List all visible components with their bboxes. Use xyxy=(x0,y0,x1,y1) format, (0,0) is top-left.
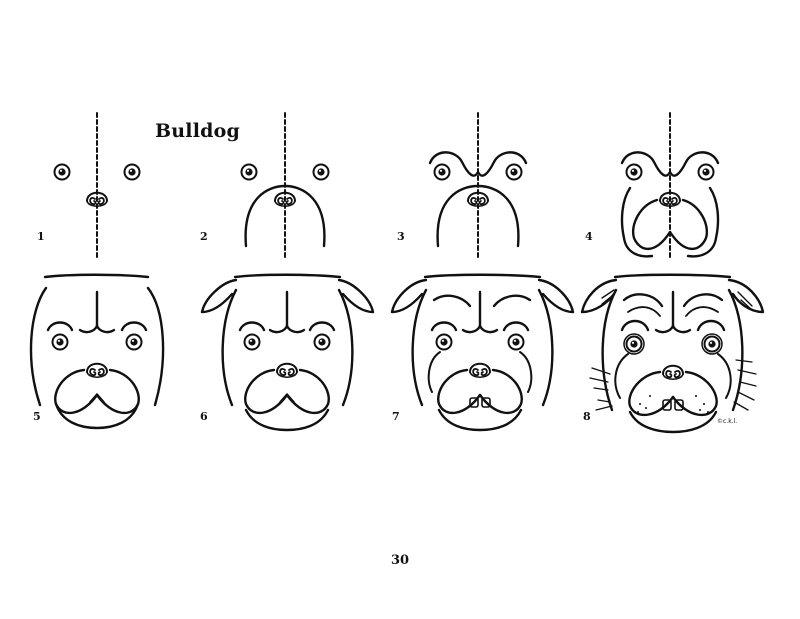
figure-step-5 xyxy=(29,273,165,430)
eye-icon xyxy=(433,163,451,181)
ear-icon xyxy=(580,278,618,314)
figure-step-3 xyxy=(428,112,528,259)
ear-icon xyxy=(537,278,575,314)
eye-icon xyxy=(312,163,330,181)
step-number-4: 4 xyxy=(585,230,593,243)
muzzle-arc xyxy=(244,184,326,248)
figure-step-7 xyxy=(390,273,575,432)
step-number-2: 2 xyxy=(200,230,208,243)
eye-icon xyxy=(697,163,715,181)
page-number: 30 xyxy=(391,553,410,568)
step-number-8: 8 xyxy=(583,410,591,423)
ear-icon xyxy=(337,278,375,314)
eye-icon xyxy=(240,163,258,181)
step-number-3: 3 xyxy=(397,230,405,243)
step-number-1: 1 xyxy=(37,230,45,243)
eye-icon xyxy=(53,163,71,181)
figure-step-6 xyxy=(200,273,375,432)
teeth-icon xyxy=(469,397,479,408)
eye-icon xyxy=(625,163,643,181)
eye-icon xyxy=(505,163,523,181)
figure-step-4 xyxy=(620,112,720,259)
ear-icon xyxy=(390,278,428,314)
muzzle-arc xyxy=(436,184,520,248)
brow-icon xyxy=(428,151,528,177)
step-number-6: 6 xyxy=(200,410,208,423)
figure-step-2 xyxy=(240,112,330,259)
jowl-icon xyxy=(631,198,672,251)
bulldog-face-shaded xyxy=(589,367,613,411)
figure-step-1 xyxy=(53,112,141,259)
page-title: Bulldog xyxy=(155,120,240,142)
eye-icon xyxy=(123,163,141,181)
ear-icon xyxy=(727,278,765,314)
teeth-icon xyxy=(662,399,672,411)
step-number-7: 7 xyxy=(392,410,400,423)
step-number-5: 5 xyxy=(33,410,41,423)
head-outline xyxy=(43,273,150,279)
ear-icon xyxy=(200,278,238,314)
brow-icon xyxy=(620,151,720,177)
figure-step-8 xyxy=(580,273,765,434)
jowl-icon xyxy=(668,198,709,251)
artist-signature: ©c.k.l. xyxy=(717,418,738,425)
